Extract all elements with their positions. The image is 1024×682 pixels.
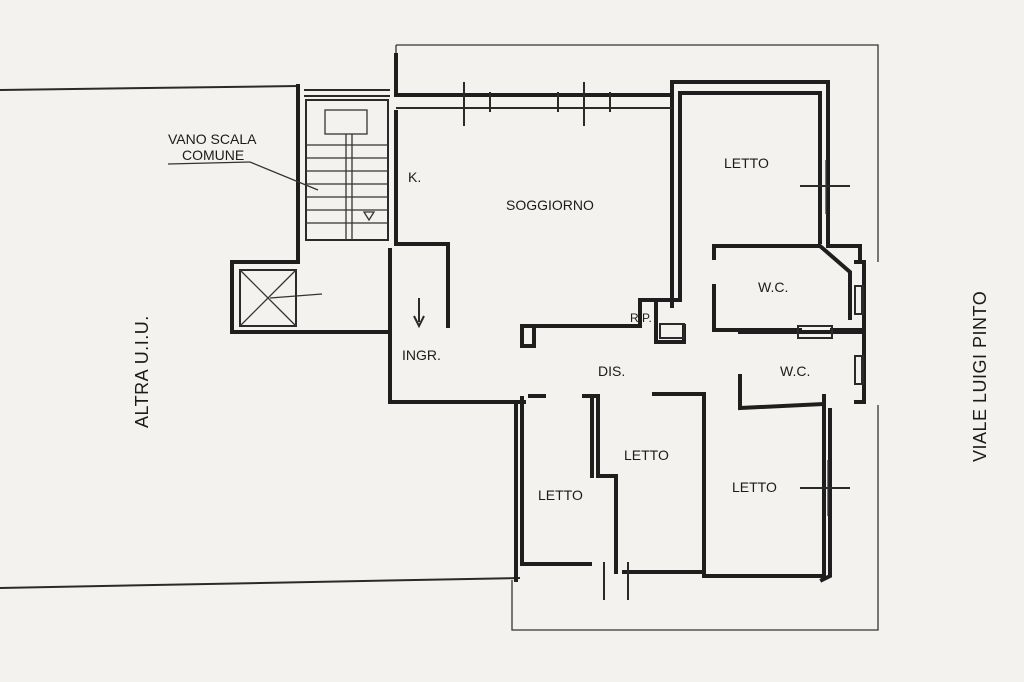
apartment-walls	[388, 53, 866, 583]
label-bedroom-sc: LETTO	[624, 447, 669, 463]
stair-label-leader	[167, 161, 251, 165]
label-bedroom-se: LETTO	[732, 479, 777, 495]
label-bedroom-ne: LETTO	[724, 155, 769, 171]
stair-direction-arrow	[362, 211, 376, 222]
label-kitchen: K.	[408, 169, 421, 185]
label-living: SOGGIORNO	[506, 197, 594, 213]
label-stair-line1: VANO SCALA	[168, 131, 257, 147]
north-windows	[396, 82, 850, 600]
label-entrance: INGR.	[402, 347, 441, 363]
stair-steps	[306, 134, 388, 240]
stair-core	[167, 84, 390, 334]
label-storage: RIP.	[630, 311, 652, 325]
label-wc-lower: W.C.	[780, 363, 810, 379]
property-boundary	[0, 44, 879, 631]
label-wc-upper: W.C.	[758, 279, 788, 295]
elevator-shaft	[239, 269, 323, 327]
label-left-side: ALTRA U.I.U.	[132, 315, 152, 428]
label-right-side: VIALE LUIGI PINTO	[970, 291, 990, 462]
label-bedroom-sw: LETTO	[538, 487, 583, 503]
entrance-arrow	[413, 298, 425, 329]
label-stair-line2: COMUNE	[182, 147, 244, 163]
label-hall: DIS.	[598, 363, 625, 379]
